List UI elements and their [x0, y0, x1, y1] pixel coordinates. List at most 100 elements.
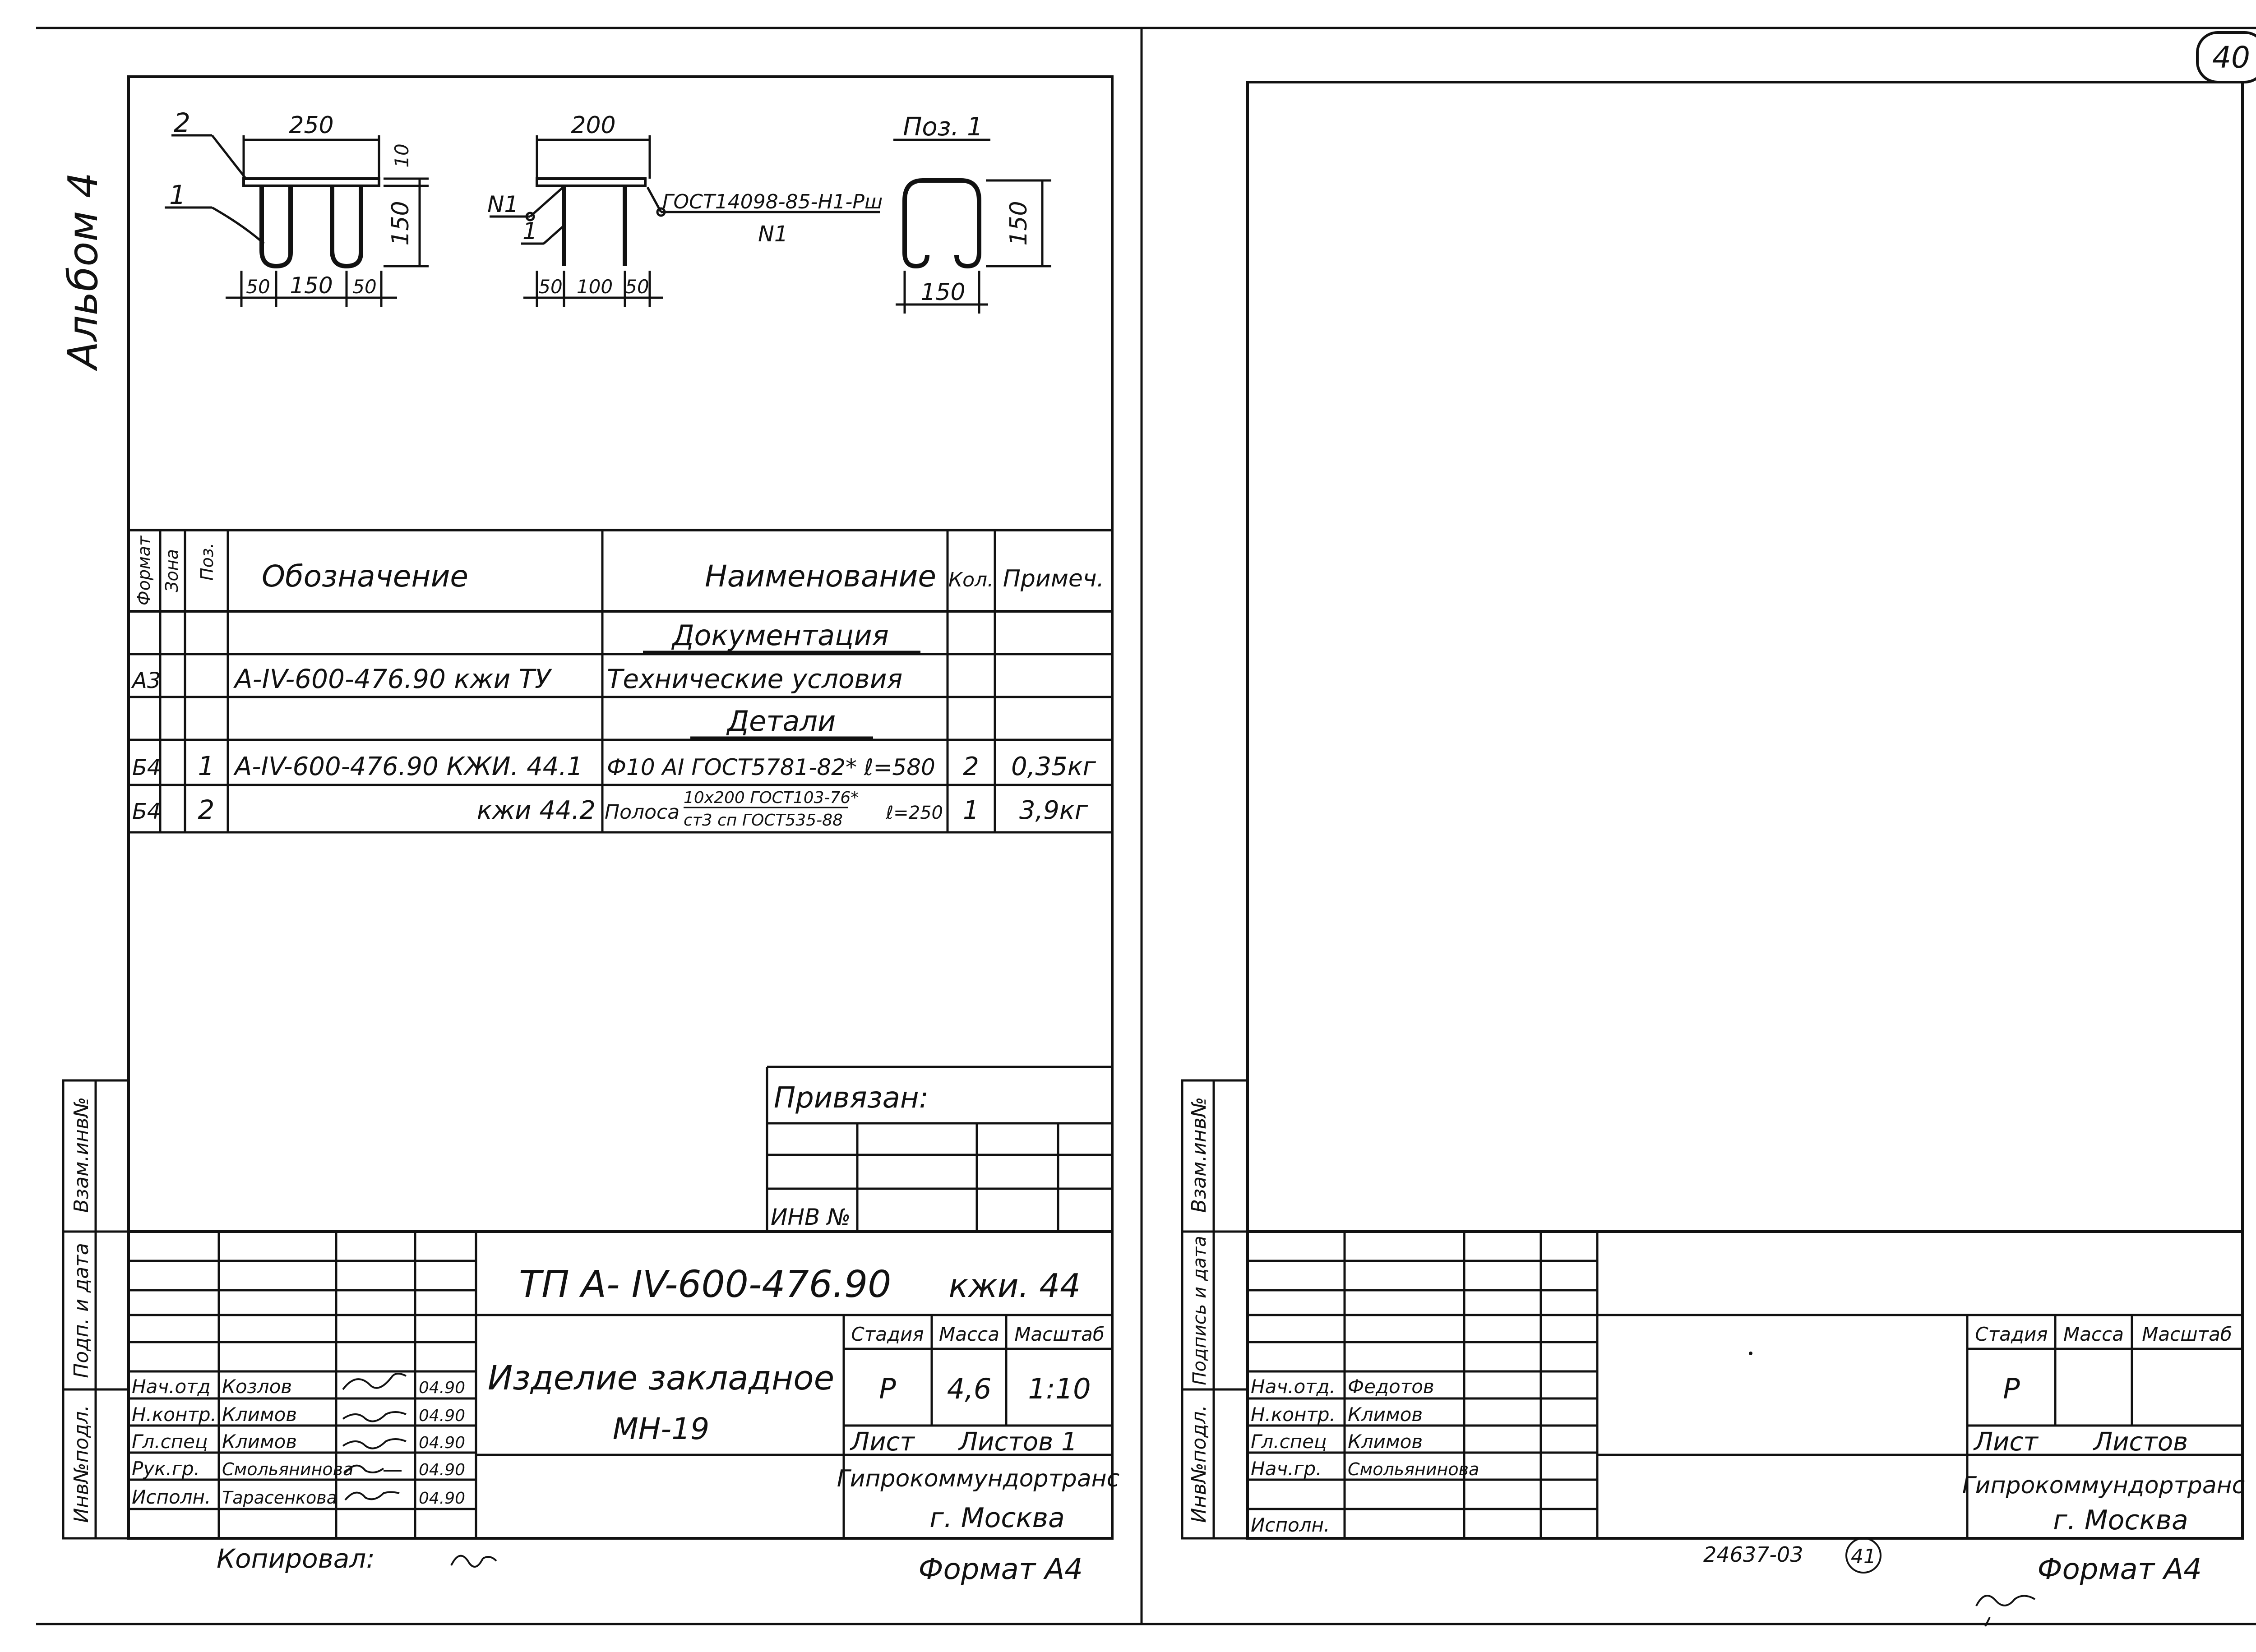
left-p2-date: 04.90	[419, 1434, 465, 1452]
left-p4-name: Тарасенкова	[222, 1488, 337, 1508]
left-stamp-vzam-inv: Взам.инв№	[70, 1097, 93, 1213]
sketch1-dim-b3: 50	[352, 276, 376, 298]
spec-row4-name-prefix: Полоса	[605, 801, 680, 824]
right-tb-sheet: Лист	[1973, 1427, 2039, 1457]
left-tb-product-1: Изделие закладное	[488, 1359, 834, 1398]
left-p0-name: Козлов	[222, 1375, 292, 1398]
left-p3-date: 04.90	[419, 1461, 465, 1479]
spec-row4-designation: кжи 44.2	[477, 796, 596, 825]
sketch2-dim-width: 200	[571, 112, 615, 139]
sketch2-mark-n1: N1	[487, 191, 518, 217]
left-tb-sheets: Листов 1	[958, 1427, 1077, 1457]
right-tb-stage-h: Стадия	[1975, 1323, 2048, 1345]
right-p0-role: Нач.отд.	[1251, 1375, 1336, 1398]
sketch-2	[490, 135, 880, 307]
right-p2-name: Климов	[1348, 1431, 1423, 1453]
sketch2-weld-note: ГОСТ14098-85-Н1-Рш	[662, 190, 883, 213]
left-tb-mark: кжи. 44	[948, 1267, 1081, 1305]
plate-2	[536, 177, 647, 187]
sketch1-dim-width: 250	[289, 112, 333, 139]
right-stamp-vzam-inv: Взам.инв№	[1188, 1097, 1211, 1213]
spec-row3-name: Ф10 АI ГОСТ5781-82* ℓ=580	[607, 754, 935, 780]
spec-row1-designation: А-IV-600-476.90 кжи ТУ	[233, 664, 552, 694]
right-tb-org1: Гипрокоммундортранс	[1962, 1472, 2245, 1499]
left-stamp-podp-data: Подп. и дата	[70, 1243, 93, 1378]
left-p1-role: Н.контр.	[132, 1403, 217, 1426]
left-tb-scale: 1:10	[1028, 1372, 1091, 1405]
left-tb-product-2: МН-19	[613, 1412, 709, 1446]
spec-row3-designation: А-IV-600-476.90 КЖИ. 44.1	[233, 752, 583, 781]
left-tb-stage: Р	[879, 1372, 896, 1405]
spec-header-note: Примеч.	[1003, 565, 1104, 592]
bar-left-1	[259, 186, 293, 269]
left-tb-scale-h: Масштаб	[1014, 1323, 1105, 1345]
right-p1-name: Климов	[1348, 1403, 1423, 1426]
spec-row2-name: Детали	[726, 705, 836, 738]
archive-circle	[1845, 1537, 1882, 1574]
spec-header-pos: Поз.	[197, 543, 217, 581]
spec-row0-name: Документация	[671, 619, 889, 652]
right-tb-stage: Р	[2003, 1372, 2020, 1405]
sketch2-weld-n1: N1	[758, 221, 788, 247]
spec-header-zone: Зона	[162, 549, 182, 592]
left-p1-name: Климов	[222, 1403, 297, 1426]
spec-row3-qty: 2	[963, 752, 979, 781]
page-outer-lines	[36, 27, 2256, 1625]
left-p0-role: Нач.отд	[132, 1375, 211, 1398]
spec-row4-name-bottom: ст3 сп ГОСТ535-88	[684, 811, 843, 830]
left-p4-role: Исполн.	[132, 1486, 211, 1508]
left-tb-stage-h: Стадия	[851, 1323, 924, 1345]
spec-row4-note: 3,9кг	[1019, 796, 1088, 825]
left-sheet: 2 1 250 10 150 50 150 50	[62, 75, 1120, 1586]
sketch1-pos-1: 1	[169, 180, 186, 210]
left-tb-org2: г. Москва	[929, 1502, 1065, 1534]
left-title-block-grid	[129, 1230, 1112, 1538]
sketch3-title: Поз. 1	[903, 112, 983, 142]
right-stamp-inv-podl: Инв№подл.	[1188, 1405, 1211, 1523]
left-tb-org1: Гипрокоммундортранс	[837, 1465, 1120, 1492]
right-p3-name: Смольянинова	[1348, 1459, 1479, 1479]
sketch1-dim-b2: 150	[290, 272, 333, 299]
spec-header-qty: Кол.	[948, 568, 994, 591]
plate-1	[242, 177, 380, 187]
left-copied: Копировал:	[217, 1543, 375, 1574]
sketch-1	[165, 134, 429, 307]
sketch3-dim-width: 150	[920, 279, 965, 306]
speck	[1749, 1352, 1752, 1355]
binding-title: Привязан:	[774, 1081, 929, 1115]
right-tb-people: Нач.отд. Федотов Н.контр. Климов Гл.спец…	[1251, 1375, 1479, 1536]
right-p2-role: Гл.спец	[1251, 1431, 1327, 1453]
binding-box	[766, 1066, 1112, 1232]
left-tb-sheet: Лист	[850, 1427, 915, 1457]
right-p5-role: Исполн.	[1251, 1514, 1330, 1536]
page-number: 40	[2212, 40, 2250, 75]
spec-header-format: Формат	[134, 535, 154, 605]
right-title-block-grid	[1248, 1230, 2242, 1538]
copied-signature	[450, 1555, 497, 1568]
spec-table-grid	[129, 529, 1112, 834]
sketch1-pos-2: 2	[174, 107, 190, 138]
sketch1-dim-plate: 10	[391, 143, 413, 167]
bottom-signature	[1975, 1595, 2036, 1627]
left-stamp-inv-podl: Инв№подл.	[70, 1405, 93, 1523]
bar-right-1	[330, 186, 363, 269]
left-p2-name: Климов	[222, 1431, 297, 1453]
spec-header-name: Наименование	[705, 559, 936, 594]
right-tb-org2: г. Москва	[2053, 1504, 2188, 1536]
spec-header-designation: Обозначение	[262, 559, 468, 594]
left-p2-role: Гл.спец	[132, 1431, 208, 1453]
right-archive-no: 24637-03	[1703, 1542, 1803, 1567]
right-p0-name: Федотов	[1348, 1375, 1434, 1398]
left-tb-code: ТП А- IV-600-476.90	[519, 1263, 891, 1306]
left-p0-date: 04.90	[419, 1379, 465, 1397]
sketch2-pos-1: 1	[522, 218, 537, 245]
left-tb-mass: 4,6	[947, 1372, 992, 1405]
right-p1-role: Н.контр.	[1251, 1403, 1336, 1426]
spec-row1-format: А3	[131, 668, 161, 693]
right-frame	[1246, 81, 2244, 1540]
left-side-stamp	[62, 1079, 130, 1540]
right-tb-scale-h: Масштаб	[2142, 1323, 2232, 1345]
binding-inv: ИНВ №	[771, 1204, 851, 1230]
right-tb-sheets: Листов	[2093, 1427, 2188, 1457]
